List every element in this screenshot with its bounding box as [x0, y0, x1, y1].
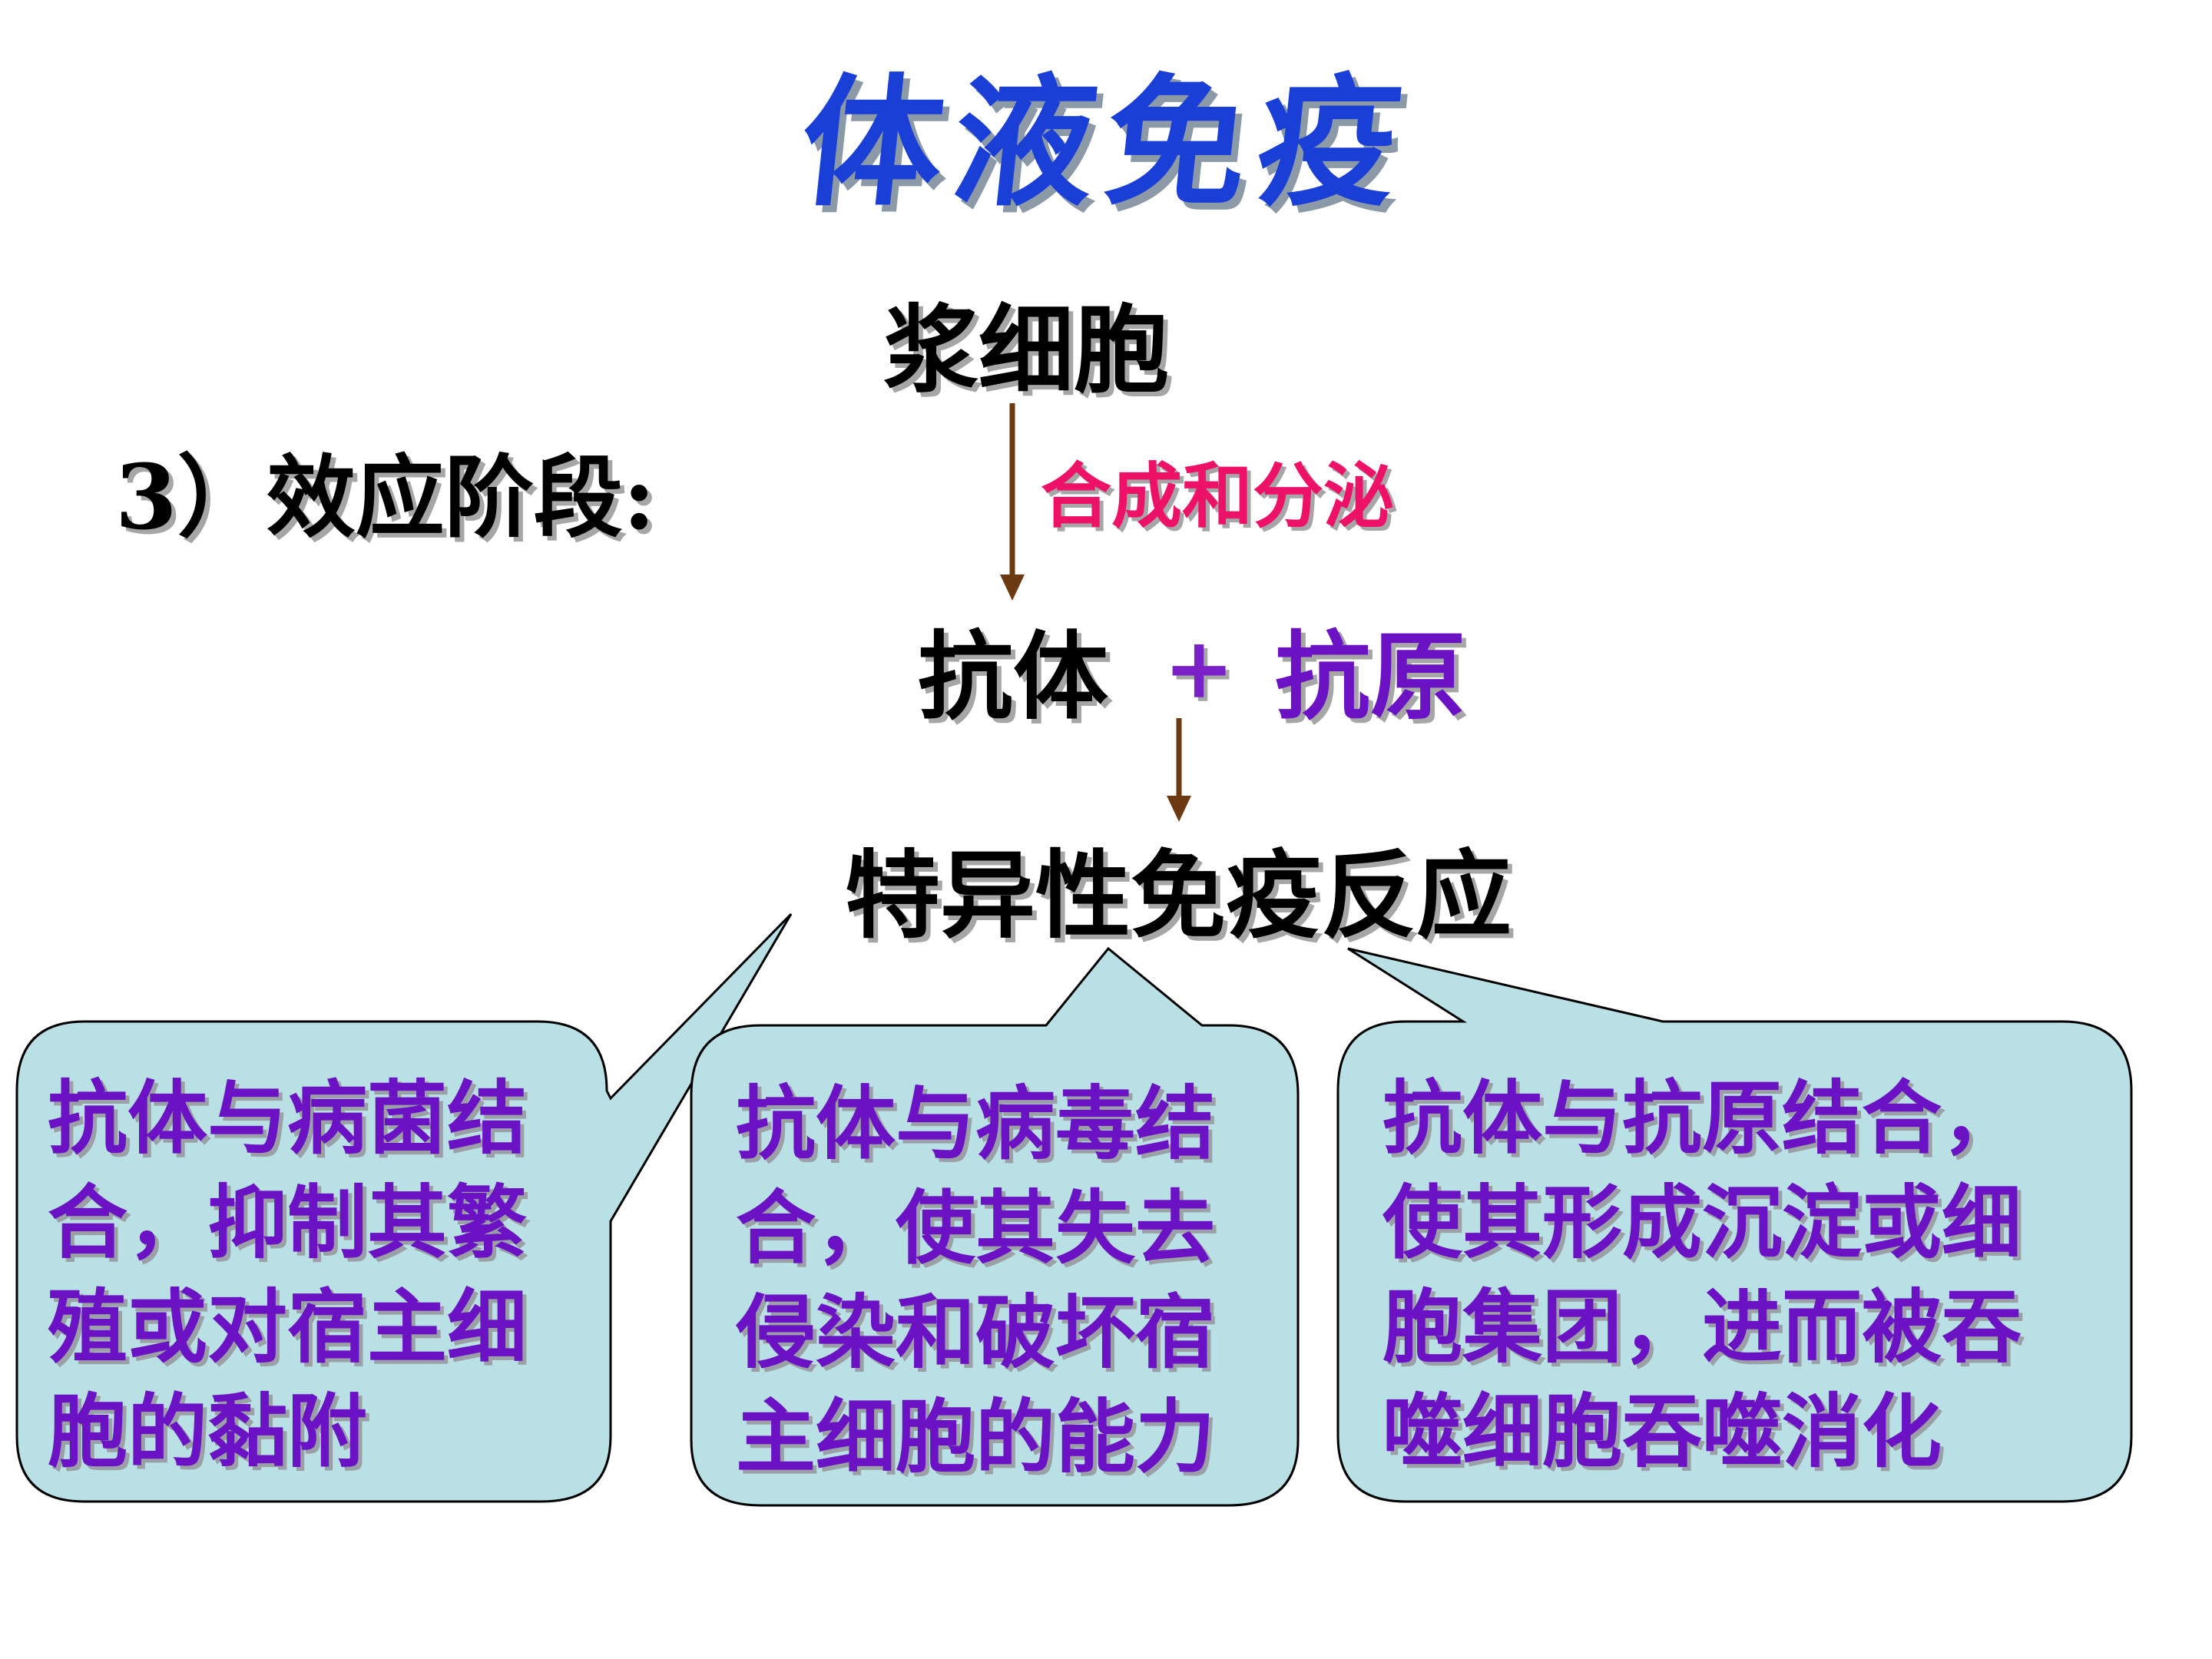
antibody-label: 抗体: [918, 621, 1109, 733]
bubble-line: 抗体与病菌结: [48, 1071, 528, 1165]
callout-bubble-bacteria: [15, 912, 793, 1503]
bubble-text-bacteria: 抗体与病菌结 合，抑制其繁 殖或对宿主细 胞的黏附: [48, 1066, 585, 1484]
antigen-label: 抗原: [1275, 621, 1466, 733]
callout-bubble-virus: [690, 946, 1300, 1507]
bubble-line: 抗体与抗原结合，: [1382, 1071, 2022, 1165]
stage-label: 3）效应阶段:: [115, 445, 656, 550]
bubble-line: 胞集团，进而被吞: [1382, 1280, 2022, 1374]
bubble-line: 主细胞的能力: [736, 1389, 1216, 1484]
secrete-label: 合成和分泌: [1041, 455, 1395, 538]
bubble-text-virus: 抗体与病毒结 合，使其失去 侵染和破坏宿 主细胞的能力: [736, 1071, 1273, 1489]
arrow-binding-to-reaction: [1167, 718, 1191, 822]
callout-bubble-antigen: [1336, 947, 2133, 1503]
plasma-cell-label: 浆细胞: [883, 295, 1170, 406]
bubble-line: 合，使其失去: [736, 1181, 1216, 1275]
bubble-line: 殖或对宿主细: [48, 1280, 528, 1374]
bubble-line: 噬细胞吞噬消化: [1382, 1384, 1942, 1479]
bubble-line: 合，抑制其繁: [48, 1175, 528, 1270]
bubble-text-antigen: 抗体与抗原结合， 使其形成沉淀或细 胞集团，进而被吞 噬细胞吞噬消化: [1382, 1066, 2089, 1484]
bubble-line: 抗体与病毒结: [736, 1076, 1216, 1171]
reaction-label: 特异性免疫反应: [845, 840, 1512, 952]
bubble-line: 使其形成沉淀或细: [1382, 1175, 2022, 1270]
plus-sign: +: [1164, 618, 1235, 717]
arrow-plasma-to-antibody: [1000, 403, 1025, 601]
bubble-line: 侵染和破坏宿: [736, 1285, 1216, 1379]
bubble-line: 胞的黏附: [48, 1384, 368, 1479]
